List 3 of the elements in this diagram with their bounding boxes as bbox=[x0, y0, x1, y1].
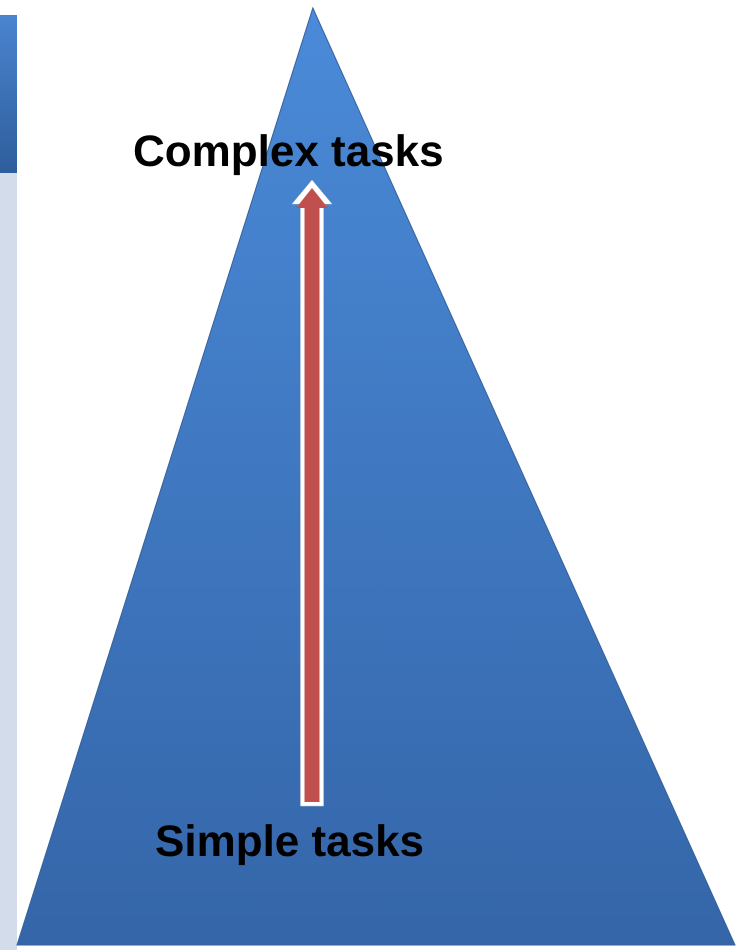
arrow bbox=[292, 180, 332, 806]
task-label: Simple tasks bbox=[155, 818, 447, 866]
pyramid-triangle bbox=[17, 8, 735, 945]
